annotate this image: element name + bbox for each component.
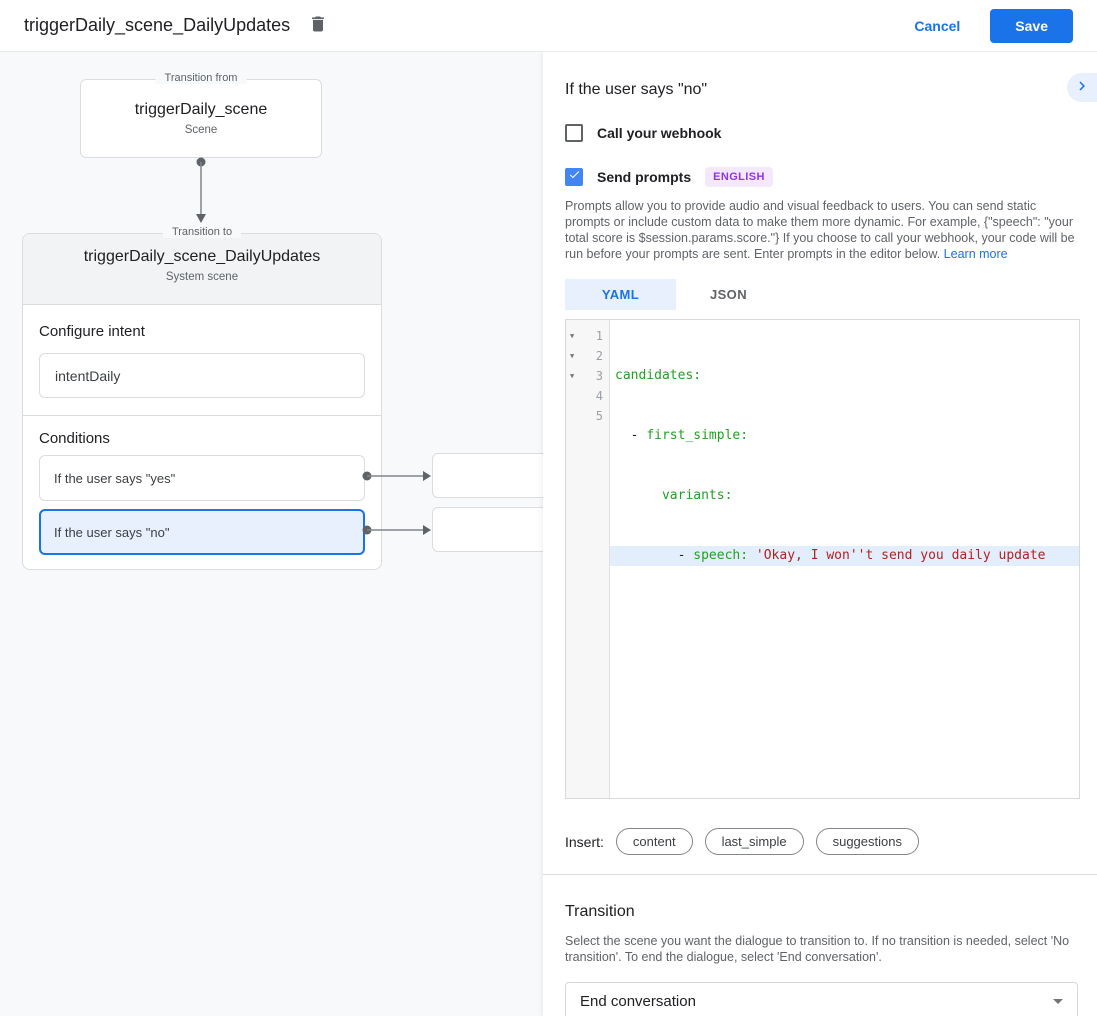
scene-flow-canvas: Transition from triggerDaily_scene Scene…: [0, 52, 543, 1016]
yaml-plain: -: [615, 428, 647, 443]
conditions-label: Conditions: [39, 430, 110, 447]
configure-intent-label: Configure intent: [39, 323, 145, 340]
fold-arrow-icon[interactable]: ▼: [570, 372, 575, 380]
learn-more-link[interactable]: Learn more: [943, 247, 1008, 261]
insert-chip-suggestions[interactable]: suggestions: [815, 828, 919, 855]
editor-gutter: ▼ 1 ▼ 2 ▼ 3 4 5: [566, 320, 610, 798]
fold-arrow-icon[interactable]: ▼: [570, 352, 575, 360]
gutter-row: ▼ 1: [566, 326, 609, 346]
cancel-button[interactable]: Cancel: [914, 17, 961, 34]
save-button[interactable]: Save: [990, 8, 1073, 43]
panel-title: If the user says "no": [565, 81, 708, 98]
yaml-key: candidates:: [615, 368, 702, 383]
header: triggerDaily_scene_DailyUpdates Cancel S…: [0, 0, 1097, 52]
yaml-plain: -: [615, 548, 694, 563]
dropdown-caret-icon: [1053, 998, 1063, 1004]
transition-to-title: triggerDaily_scene_DailyUpdates: [83, 248, 321, 265]
line-number: 5: [595, 409, 603, 423]
yaml-plain: [615, 488, 662, 503]
code-line: - first_simple:: [610, 426, 1079, 446]
transition-to-subtitle: System scene: [165, 271, 239, 283]
webhook-row: Call your webhook: [565, 124, 1080, 142]
transition-to-header: triggerDaily_scene_DailyUpdates System s…: [23, 234, 381, 305]
gutter-row: 5: [566, 406, 609, 426]
transition-description: Select the scene you want the dialogue t…: [565, 934, 1070, 964]
condition-detail-panel: If the user says "no" Call your webhook …: [543, 52, 1097, 1016]
code-line: [610, 606, 1079, 626]
yaml-string: 'Okay, I won''t send you daily update: [755, 548, 1046, 563]
transition-to-card: Transition to triggerDaily_scene_DailyUp…: [22, 226, 382, 570]
line-number: 2: [595, 349, 603, 363]
condition-no[interactable]: If the user says "no": [39, 509, 365, 555]
editor-code-area[interactable]: candidates: - first_simple: variants: - …: [610, 320, 1079, 798]
webhook-label: Call your webhook: [597, 125, 722, 141]
insert-chip-last-simple[interactable]: last_simple: [704, 828, 804, 855]
condition-yes-target-node[interactable]: [432, 453, 543, 498]
section-divider: [543, 874, 1097, 875]
line-number: 4: [595, 389, 603, 403]
condition-no-target-node[interactable]: [432, 507, 543, 552]
yaml-key: first_simple:: [646, 428, 749, 443]
tab-yaml[interactable]: YAML: [565, 279, 676, 310]
insert-label: Insert:: [565, 833, 604, 850]
code-line-highlighted: - speech: 'Okay, I won''t send you daily…: [610, 546, 1079, 566]
line-number: 1: [595, 329, 603, 343]
fold-arrow-icon[interactable]: ▼: [570, 332, 575, 340]
intent-input[interactable]: intentDaily: [39, 353, 365, 398]
chevron-right-icon: [1073, 77, 1091, 98]
collapse-panel-button[interactable]: [1067, 73, 1097, 102]
trash-icon: [308, 13, 328, 38]
transition-select[interactable]: End conversation: [565, 982, 1078, 1016]
transition-select-value: End conversation: [580, 992, 696, 1010]
transition-from-legend: Transition from: [155, 72, 247, 84]
code-line: candidates:: [610, 366, 1079, 386]
insert-row: Insert: content last_simple suggestions: [565, 828, 1080, 855]
insert-chip-content[interactable]: content: [615, 828, 693, 855]
condition-yes[interactable]: If the user says "yes": [39, 455, 365, 501]
gutter-row: ▼ 3: [566, 366, 609, 386]
transition-from-title: triggerDaily_scene: [134, 101, 268, 118]
yaml-key: variants:: [661, 488, 733, 503]
gutter-row: ▼ 2: [566, 346, 609, 366]
send-prompts-row: Send prompts ENGLISH: [565, 167, 1080, 187]
transition-from-node[interactable]: Transition from triggerDaily_scene Scene: [80, 72, 322, 158]
send-prompts-checkbox[interactable]: [565, 168, 583, 186]
webhook-checkbox[interactable]: [565, 124, 583, 142]
transition-heading: Transition: [565, 903, 635, 920]
yaml-editor: ▼ 1 ▼ 2 ▼ 3 4 5 candidates: - first_sim: [565, 319, 1080, 799]
gutter-row: 4: [566, 386, 609, 406]
yaml-key: speech:: [693, 548, 756, 563]
page-title: triggerDaily_scene_DailyUpdates: [24, 15, 291, 35]
language-badge: ENGLISH: [705, 167, 773, 187]
send-prompts-label: Send prompts: [597, 169, 692, 185]
tab-json[interactable]: JSON: [709, 287, 747, 302]
delete-button[interactable]: [308, 13, 328, 38]
conditions-section: Conditions If the user says "yes" If the…: [23, 415, 381, 569]
prompts-description-text: Prompts allow you to provide audio and v…: [565, 199, 1075, 261]
transition-from-subtitle: Scene: [184, 124, 218, 136]
line-number: 3: [595, 369, 603, 383]
editor-tabs: YAML JSON: [565, 279, 1080, 310]
configure-intent-section: Configure intent intentDaily: [23, 305, 381, 415]
prompts-description: Prompts allow you to provide audio and v…: [565, 198, 1081, 262]
check-icon: [568, 168, 581, 186]
transition-to-legend: Transition to: [162, 226, 242, 238]
code-line: variants:: [610, 486, 1079, 506]
